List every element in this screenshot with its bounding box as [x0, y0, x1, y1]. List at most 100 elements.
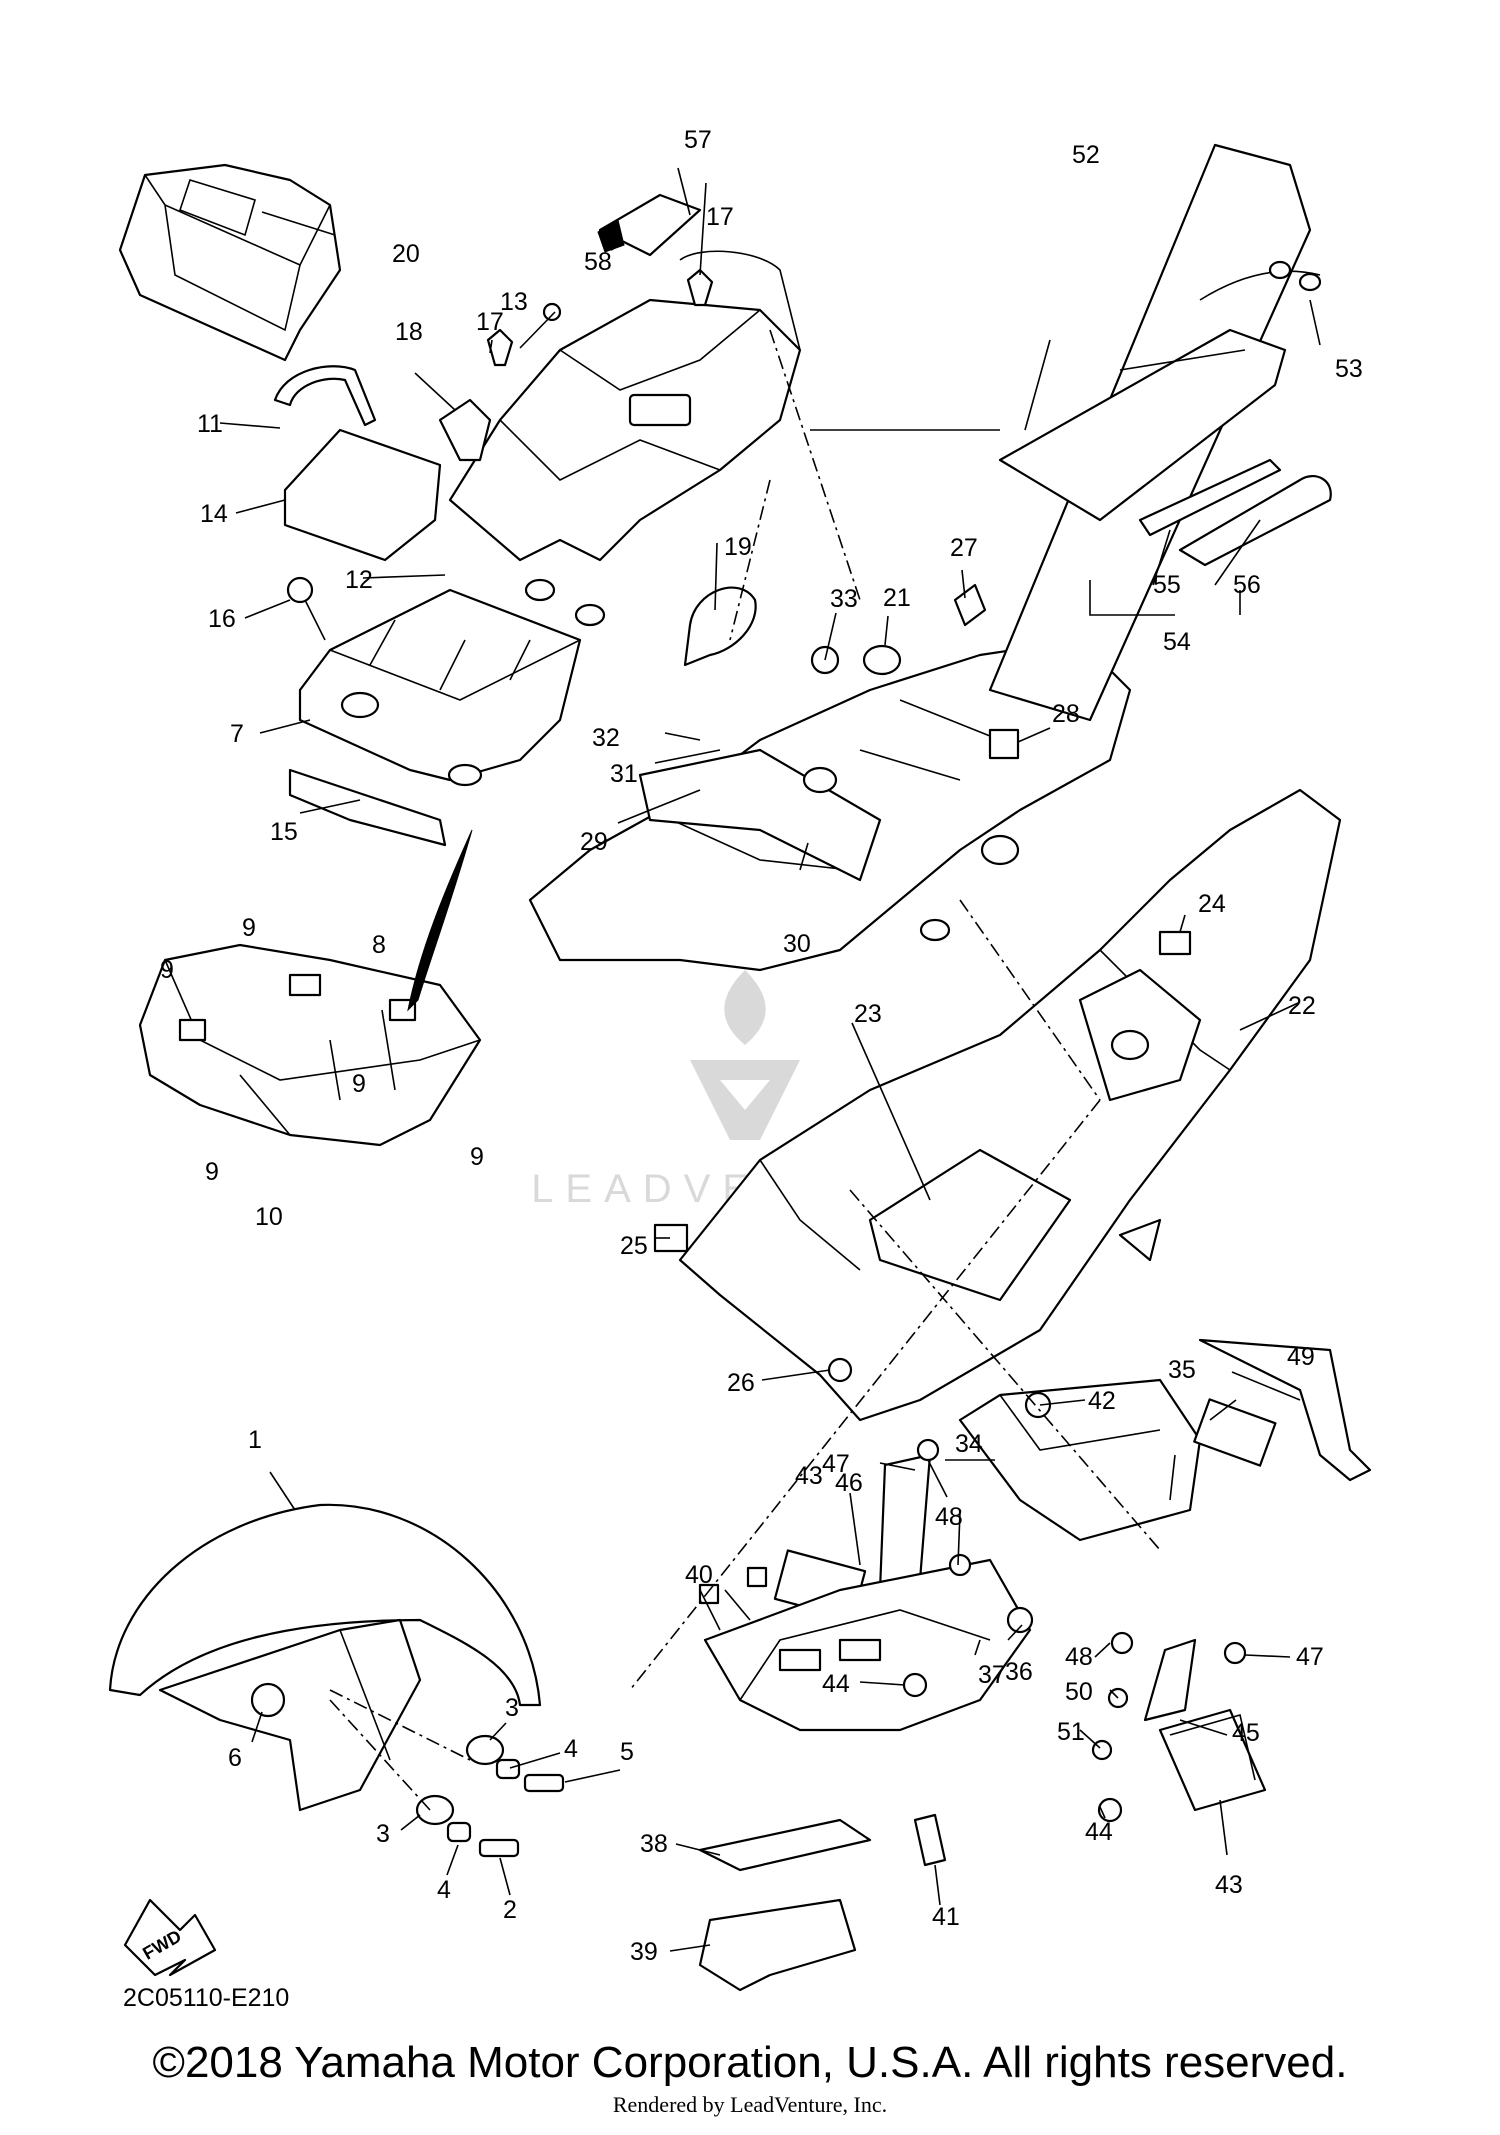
- callout-3b: 3: [376, 1820, 390, 1848]
- callout-36: 36: [1005, 1658, 1033, 1686]
- part-20-battery-box: [118, 163, 342, 362]
- callout-13: 13: [500, 288, 528, 316]
- callout-40: 40: [685, 1561, 713, 1589]
- watermark-v-icon: [690, 1060, 800, 1140]
- hardware-nuts-bolts: [902, 1391, 1247, 1823]
- part-19-band: [683, 586, 757, 667]
- callout-30: 30: [783, 930, 811, 958]
- callout-31: 31: [610, 760, 638, 788]
- callout-48b: 48: [1065, 1643, 1093, 1671]
- part-53-strap: [1199, 260, 1322, 301]
- callout-22: 22: [1288, 992, 1316, 1020]
- part-8-9-10-undercover: [138, 829, 482, 1147]
- callout-26: 26: [727, 1369, 755, 1397]
- callout-49: 49: [1287, 1343, 1315, 1371]
- callout-10: 10: [255, 1203, 283, 1231]
- callout-6: 6: [228, 1744, 242, 1772]
- callout-12: 12: [345, 566, 373, 594]
- callout-28: 28: [1052, 700, 1080, 728]
- callout-57: 57: [684, 126, 712, 154]
- callout-9b: 9: [160, 956, 174, 984]
- part-7-rear-fender-bracket: [298, 588, 582, 787]
- callout-15: 15: [270, 818, 298, 846]
- callout-24: 24: [1198, 890, 1226, 918]
- callout-32: 32: [592, 724, 620, 752]
- callout-16: 16: [208, 605, 236, 633]
- callout-11: 11: [197, 410, 223, 438]
- copyright-notice: ©2018 Yamaha Motor Corporation, U.S.A. A…: [152, 2038, 1348, 2087]
- callout-9c: 9: [352, 1070, 366, 1098]
- part-5-bolt: [523, 1773, 565, 1793]
- callout-9a: 9: [242, 914, 256, 942]
- callout-46: 46: [835, 1469, 863, 1497]
- callout-53: 53: [1335, 355, 1363, 383]
- callout-47a: 47: [822, 1450, 850, 1478]
- callout-34: 34: [955, 1430, 983, 1458]
- callout-56: 56: [1233, 571, 1261, 599]
- part-34-license-bracket: [958, 1378, 1202, 1542]
- callout-44b: 44: [1085, 1818, 1113, 1846]
- callout-51: 51: [1057, 1718, 1085, 1746]
- callout-27: 27: [950, 534, 978, 562]
- part-28-clip: [988, 728, 1020, 760]
- callout-50: 50: [1065, 1678, 1093, 1706]
- part-15-plate: [288, 768, 447, 847]
- callout-23: 23: [854, 1000, 882, 1028]
- diagram-code: 2C05110-E210: [123, 1984, 289, 2012]
- callout-52: 52: [1072, 141, 1100, 169]
- part-23-pad: [868, 1148, 1072, 1302]
- callout-5: 5: [620, 1738, 634, 1766]
- fwd-arrow-icon: [123, 1898, 217, 1977]
- watermark-flame-icon: [724, 970, 766, 1045]
- callout-20: 20: [392, 240, 420, 268]
- part-18-holder: [438, 398, 492, 462]
- callout-17a: 17: [476, 308, 504, 336]
- callout-17b: 17: [706, 203, 734, 231]
- callout-42: 42: [1088, 1387, 1116, 1415]
- callout-48a: 48: [935, 1503, 963, 1531]
- callout-4b: 4: [437, 1876, 451, 1904]
- callout-37: 37: [978, 1661, 1006, 1689]
- part-26-rivet: [827, 1357, 853, 1383]
- upper-bracket-frame: [448, 250, 802, 627]
- callout-2: 2: [503, 1896, 517, 1924]
- callout-9e: 9: [470, 1143, 484, 1171]
- callout-3a: 3: [505, 1694, 519, 1722]
- part-2-bolt: [478, 1838, 520, 1858]
- part-43-reflector-b: [1158, 1708, 1267, 1812]
- callout-38: 38: [640, 1830, 668, 1858]
- callout-45: 45: [1232, 1719, 1260, 1747]
- callout-9d: 9: [205, 1158, 219, 1186]
- callout-25: 25: [620, 1232, 648, 1260]
- callout-4a: 4: [564, 1735, 578, 1763]
- callout-21: 21: [883, 584, 911, 612]
- part-27-clip: [953, 583, 987, 627]
- leader-lines: [219, 167, 1321, 1952]
- part-14-plate: [283, 428, 442, 562]
- fwd-arrow: FWD: [123, 1898, 217, 1977]
- callout-44a: 44: [822, 1670, 850, 1698]
- part-1-front-fender: [108, 1503, 542, 1812]
- callout-39: 39: [630, 1938, 658, 1966]
- part-6-bolt: [250, 1682, 286, 1718]
- callout-29: 29: [580, 828, 608, 856]
- callout-43b: 43: [1215, 1871, 1243, 1899]
- part-11-band: [273, 365, 377, 427]
- rendered-by-notice: Rendered by LeadVenture, Inc.: [612, 2092, 888, 2117]
- part-55-tool: [1138, 458, 1282, 537]
- callout-7: 7: [230, 720, 244, 748]
- callout-33: 33: [830, 585, 858, 613]
- callout-18: 18: [395, 318, 423, 346]
- part-29-seat-frame: [528, 638, 1132, 972]
- part-37-40-lower-bracket: [698, 1558, 1032, 1732]
- callout-55: 55: [1153, 571, 1181, 599]
- part-16-bolt: [286, 576, 326, 641]
- part-3-spacers: [415, 1734, 505, 1826]
- part-38-39-reflector-brackets: [698, 1818, 872, 1992]
- callout-14: 14: [200, 500, 228, 528]
- part-57-58-labels: [597, 193, 702, 257]
- part-17-rivet-a: [486, 328, 514, 367]
- part-49-stay: [1198, 1338, 1372, 1482]
- part-24-pad: [1158, 930, 1192, 956]
- callout-54: 54: [1163, 628, 1191, 656]
